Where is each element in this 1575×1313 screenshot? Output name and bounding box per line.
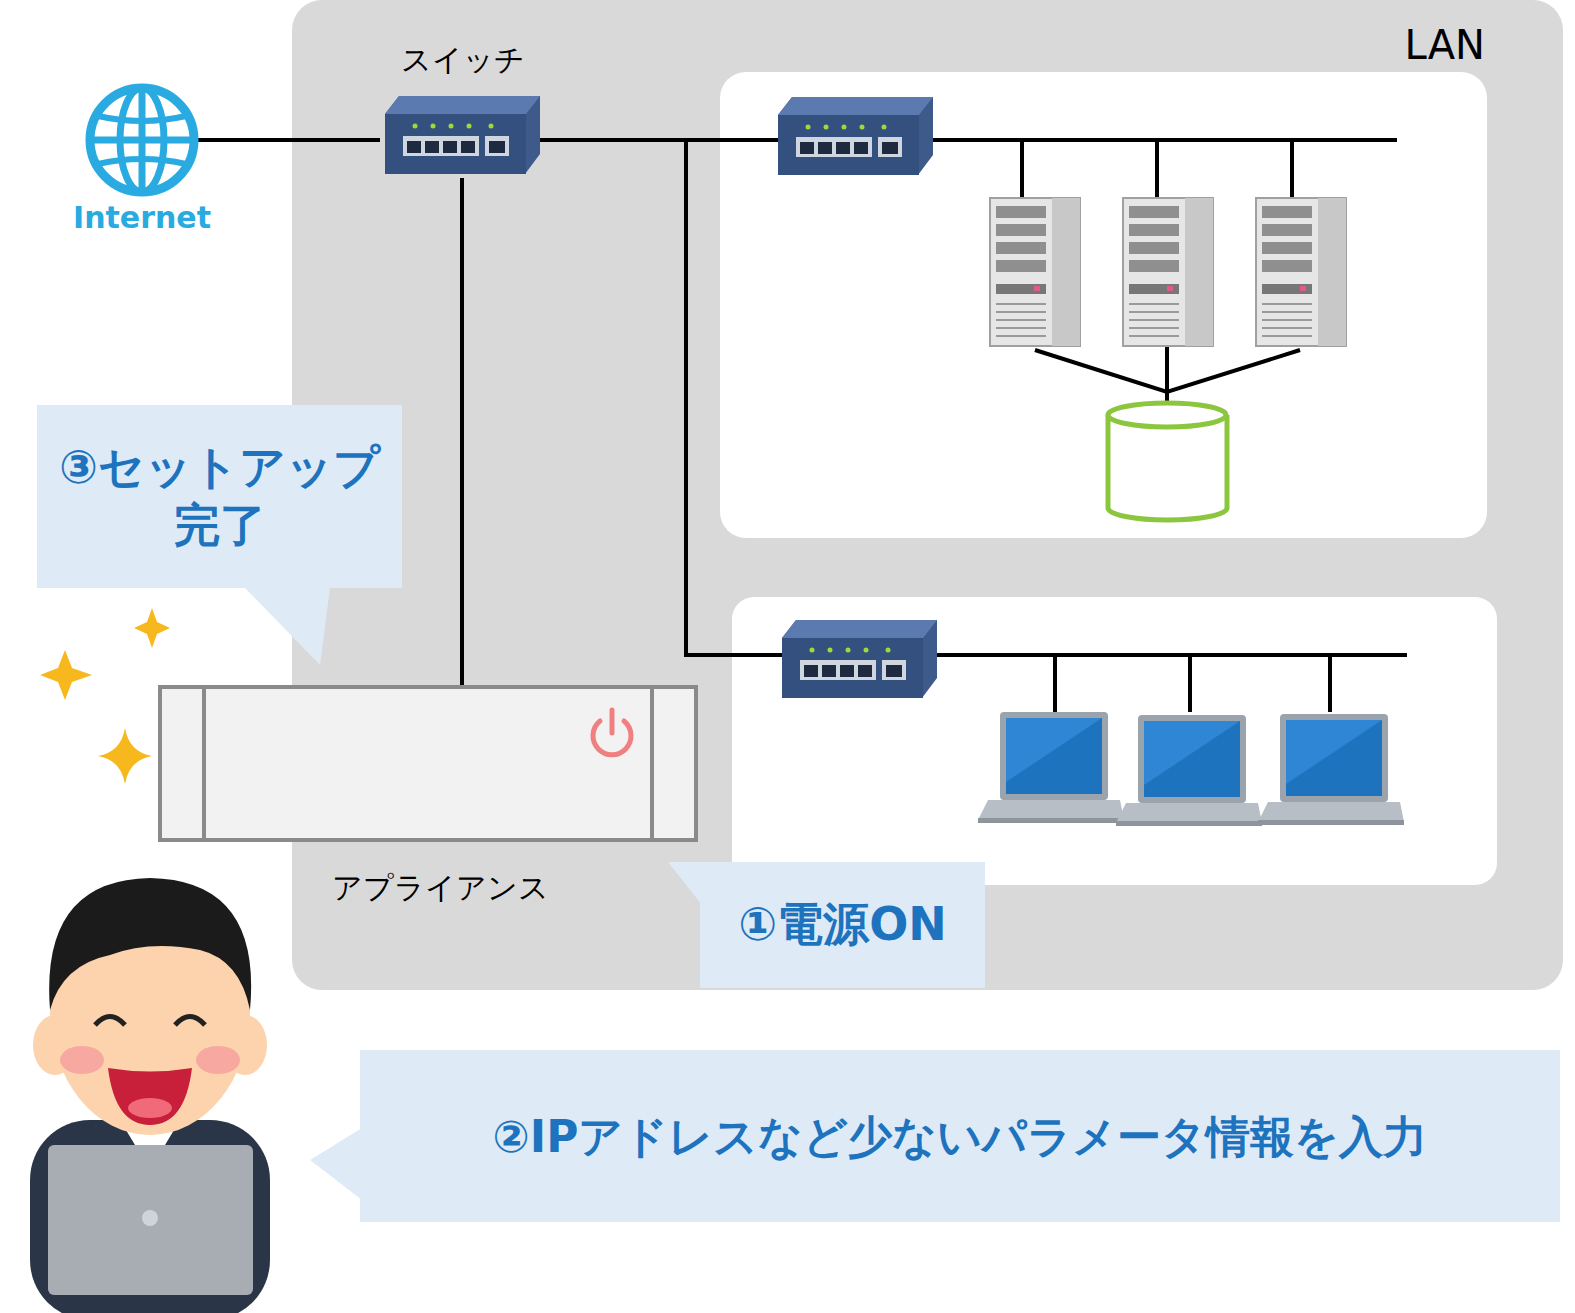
internet-label: Internet [65, 200, 219, 235]
callout-text: ①電源ON [738, 896, 947, 954]
callout-text: ②IPアドレスなど少ないパラメータ情報を入力 [493, 1109, 1428, 1164]
appliance-node: アプライアンス [158, 685, 698, 915]
switch-label: スイッチ [380, 40, 545, 81]
callout-text: ③セットアップ 完了 [57, 439, 382, 554]
callout-tail [37, 405, 38, 406]
appliance-label: アプライアンス [158, 868, 723, 909]
globe-icon [65, 80, 219, 200]
callout-box: ③セットアップ 完了 [37, 405, 402, 588]
network-cable [219, 138, 380, 142]
callout-box: ①電源ON [700, 862, 985, 988]
callout-tail [700, 862, 701, 863]
switch-node: スイッチ [380, 40, 545, 178]
switch-icon [385, 96, 540, 176]
network-cable [460, 178, 464, 685]
callout-tail [360, 1050, 361, 1051]
callout-box: ②IPアドレスなど少ないパラメータ情報を入力 [360, 1050, 1560, 1222]
appliance-box [158, 685, 698, 842]
region-label: LAN [1405, 22, 1486, 68]
internet-node: Internet [65, 80, 219, 240]
